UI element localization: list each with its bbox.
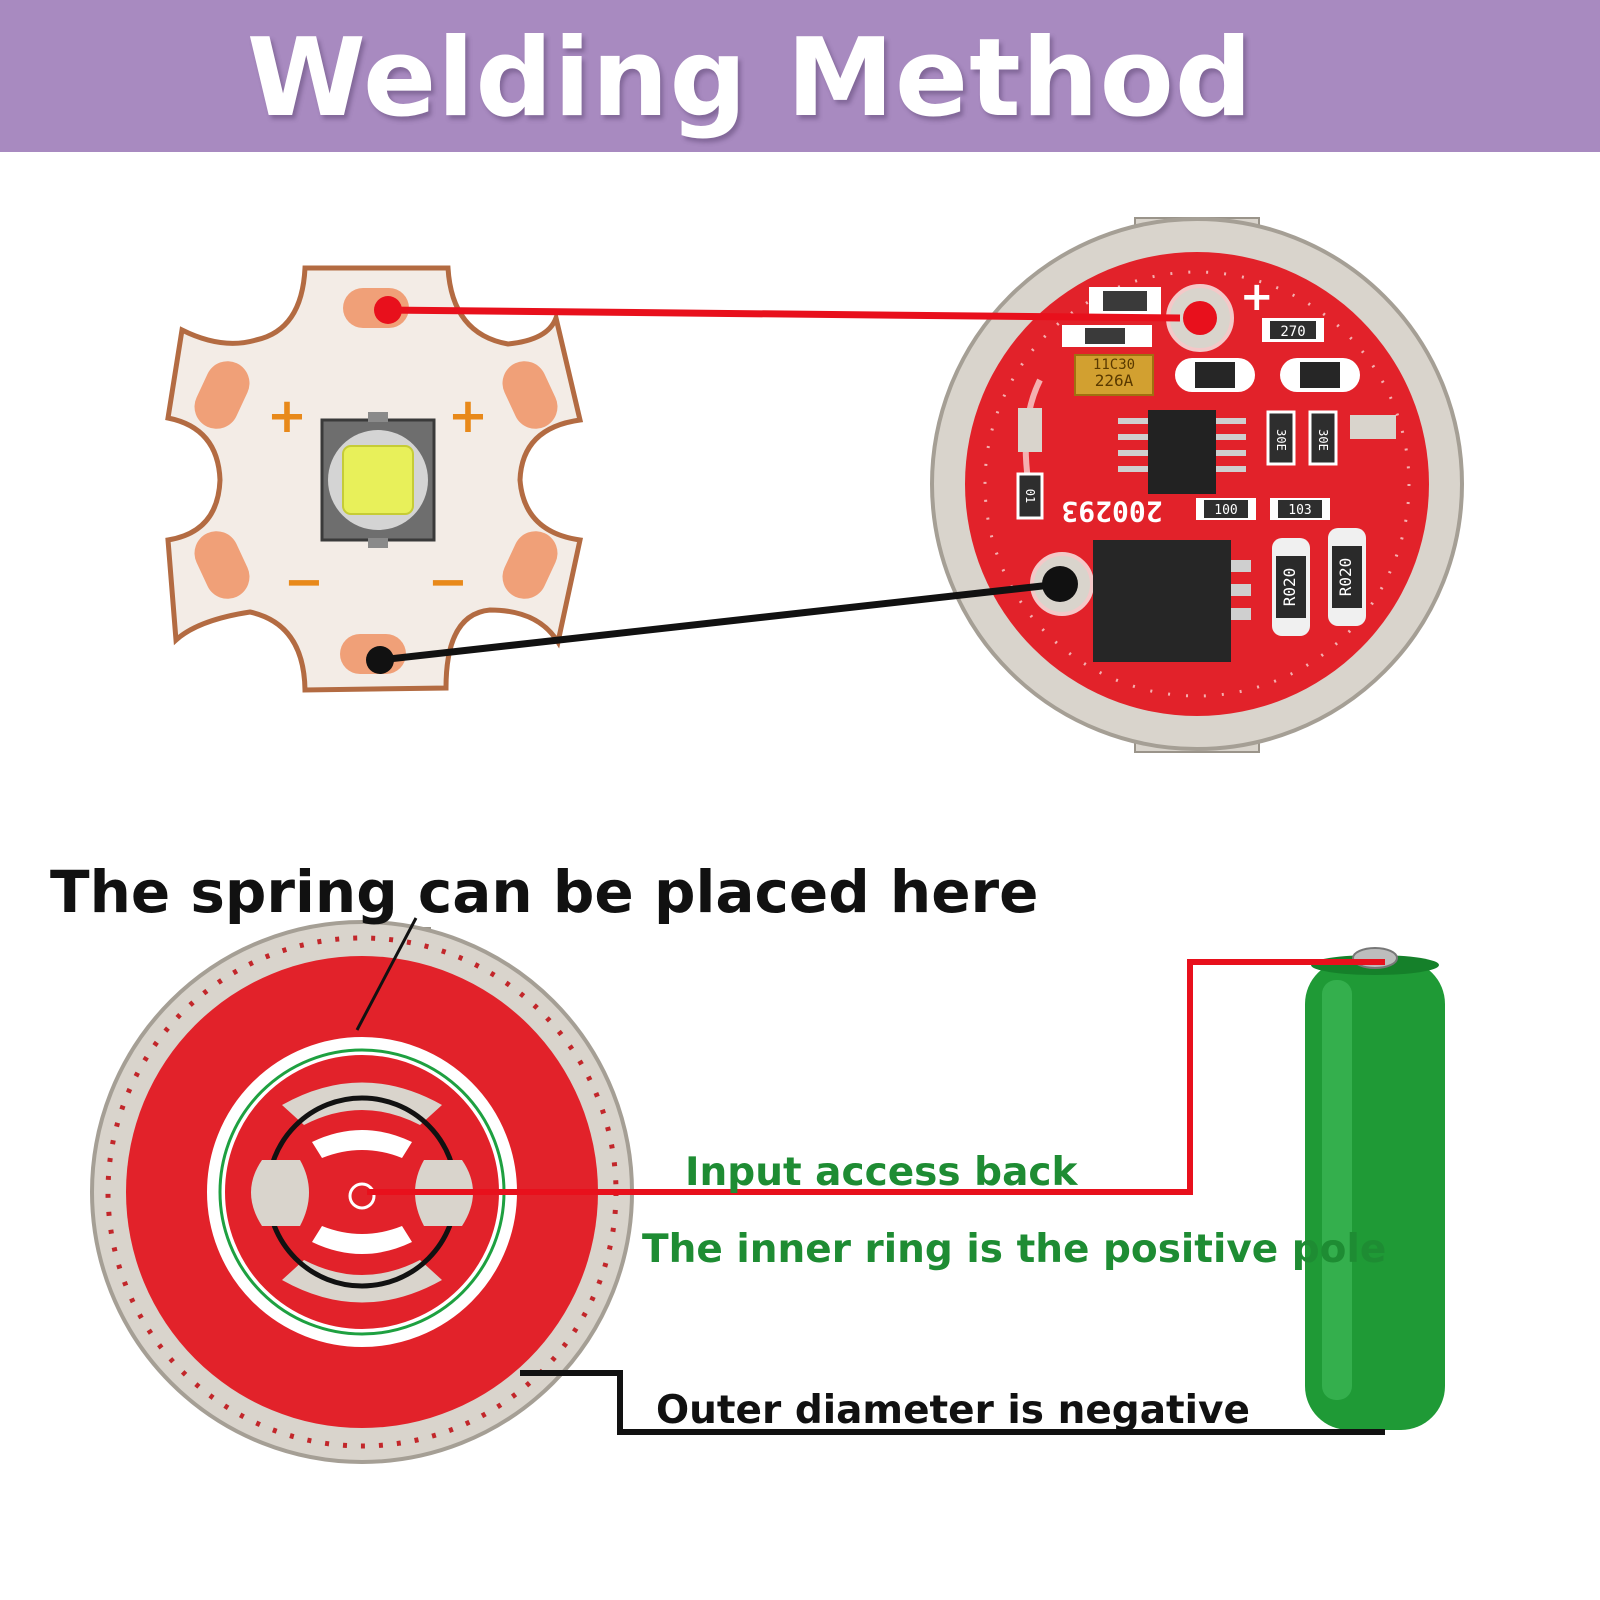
driver-r100-marking: 100 [1214, 503, 1237, 518]
led-plus-mark-right: + [448, 388, 488, 444]
driver-rs2-marking: R020 [1336, 558, 1355, 597]
driver-pcb-front-icon: + 226A 11C30 270 30E 30E 01 200293 100 [930, 217, 1464, 753]
positive-solder-point [1183, 301, 1217, 335]
driver-serial-marking: 200293 [1061, 495, 1162, 528]
positive-solder-point [374, 296, 402, 324]
positive-wire [382, 306, 1181, 322]
led-plus-mark-left: + [267, 388, 307, 444]
page-title: Welding Method [246, 16, 1254, 141]
spring-caption: The spring can be placed here [50, 858, 1039, 926]
driver-plus-mark: + [1240, 274, 1274, 320]
output-negative-wire [520, 1370, 1385, 1435]
led-wiring [366, 296, 1217, 674]
driver-r30e-marking-2: 30E [1316, 429, 1330, 451]
driver-r103-marking: 103 [1288, 503, 1311, 518]
driver-cap-marking-2: 11C30 [1093, 357, 1135, 373]
spring-pointer-line [355, 917, 418, 1031]
led-die-icon [342, 445, 414, 515]
driver-cap-marking: 226A [1095, 371, 1134, 390]
driver-pcb-back-icon [90, 917, 634, 1464]
driver-r01-marking: 01 [1023, 489, 1037, 503]
input-access-caption: Input access back [685, 1150, 1078, 1195]
negative-solder-point [366, 646, 394, 674]
negative-solder-point [1042, 566, 1078, 602]
inner-ring-caption: The inner ring is the positive pole [642, 1227, 1387, 1272]
negative-wire [379, 580, 1061, 664]
driver-r30e-marking-1: 30E [1274, 429, 1288, 451]
battery-cell-icon [1305, 947, 1445, 1430]
outer-diameter-caption: Outer diameter is negative [656, 1388, 1250, 1433]
driver-rs1-marking: R020 [1280, 568, 1299, 607]
driver-r270-marking: 270 [1280, 324, 1305, 340]
led-minus-mark-left: − [284, 554, 324, 610]
input-positive-wire [367, 959, 1385, 1195]
battery-wiring [367, 959, 1385, 1435]
header-banner: Welding Method [0, 0, 1600, 152]
led-minus-mark-right: − [428, 554, 468, 610]
led-star-board-icon: + + − − [165, 265, 584, 693]
